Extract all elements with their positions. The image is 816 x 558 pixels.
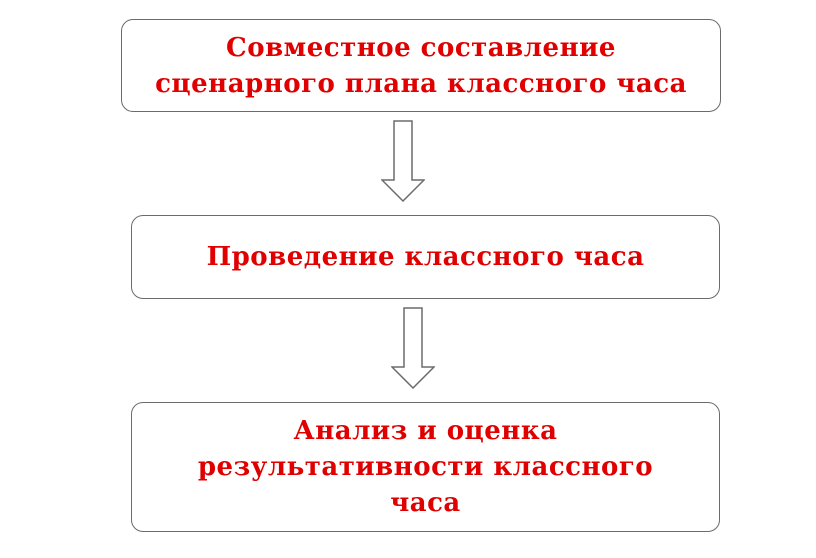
step-box-analysis: Анализ и оценка результативности классно…: [131, 402, 720, 532]
down-arrow-icon: [391, 307, 435, 389]
down-arrow-icon: [381, 120, 425, 202]
step-label-analysis: Анализ и оценка результативности классно…: [197, 416, 654, 518]
step-label-planning: Совместное составление сценарного плана …: [155, 32, 687, 99]
step-box-conducting: Проведение классного часа: [131, 215, 720, 299]
step-box-planning: Совместное составление сценарного плана …: [121, 19, 721, 112]
step-label-conducting: Проведение классного часа: [206, 242, 645, 272]
